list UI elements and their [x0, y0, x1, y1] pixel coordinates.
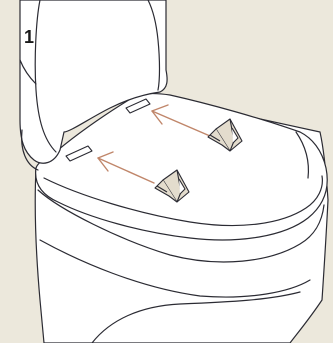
- step-number: 1: [24, 28, 34, 46]
